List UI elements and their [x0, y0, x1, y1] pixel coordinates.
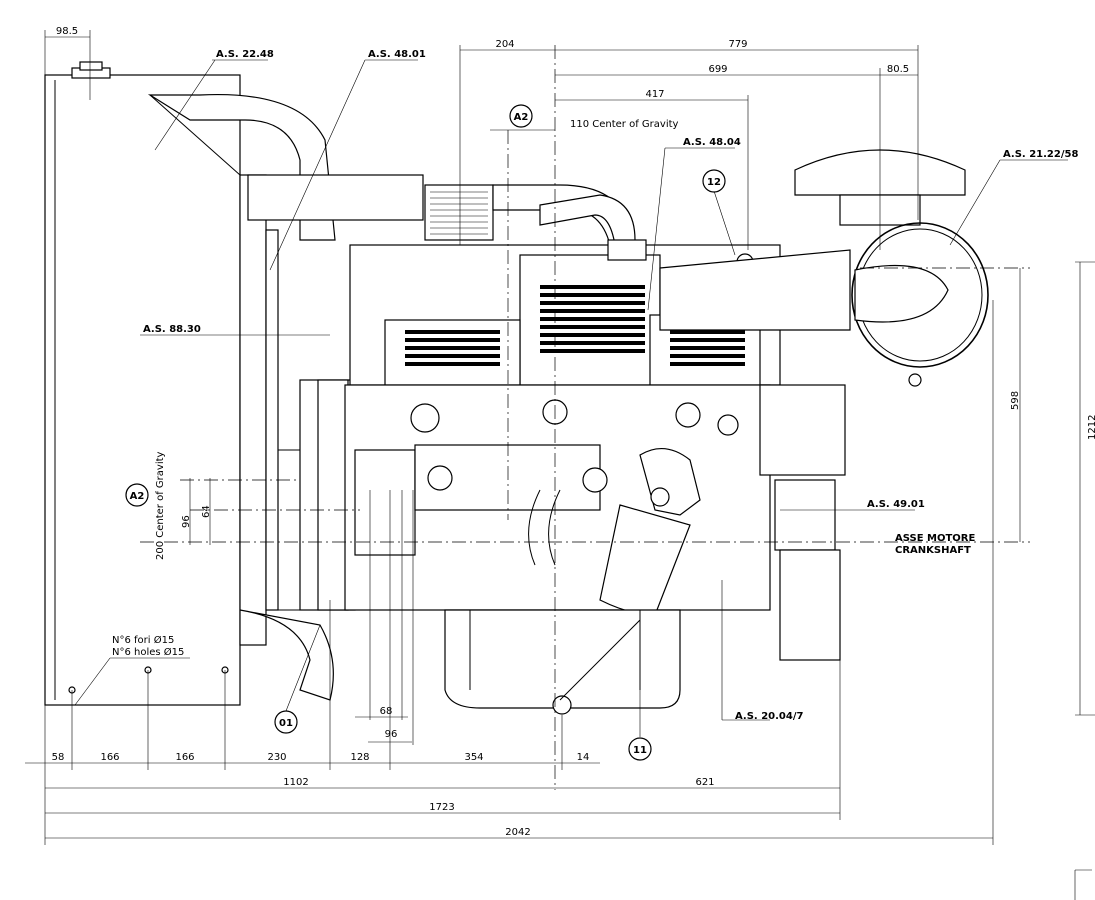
dim-699: 699: [708, 64, 727, 75]
label-as-48-04: A.S. 48.04: [683, 137, 741, 148]
dim-14: 14: [577, 752, 590, 763]
dim-68: 68: [380, 706, 393, 717]
label-as-22-48: A.S. 22.48: [216, 49, 274, 60]
dim-166-b: 166: [175, 752, 194, 763]
label-holes-en: N°6 holes Ø15: [112, 646, 184, 658]
dim-417: 417: [645, 89, 664, 100]
balloon-11: [628, 737, 652, 761]
label-as-20-04-7: A.S. 20.04/7: [735, 711, 803, 722]
oil-filter: [528, 448, 701, 616]
radiator: [44, 61, 279, 706]
balloon-12: [702, 169, 726, 193]
balloon-12-text: 12: [707, 177, 721, 188]
label-crankshaft: CRANKSHAFT: [895, 545, 971, 556]
label-as-21-22-58: A.S. 21.22/58: [1003, 149, 1078, 160]
dimension-text: 98.5 204 779 699 80.5 417 110 Center of …: [52, 26, 1095, 838]
dim-cog-200: 200 Center of Gravity: [155, 451, 166, 560]
dim-354: 354: [464, 752, 483, 763]
label-as-49-01: A.S. 49.01: [867, 499, 925, 510]
dim-598: 598: [1010, 391, 1021, 410]
dim-96-left: 96: [181, 515, 192, 528]
balloon-11-text: 11: [633, 745, 647, 756]
dim-204: 204: [495, 39, 514, 50]
dimension-lines: [25, 30, 1095, 900]
dim-166-a: 166: [100, 752, 119, 763]
label-as-88-30: A.S. 88.30: [143, 324, 201, 335]
balloon-a2-top: [509, 104, 533, 128]
balloon-01-text: 01: [279, 718, 293, 729]
dim-98-5: 98.5: [56, 26, 78, 37]
dim-1723: 1723: [429, 802, 454, 813]
part-labels: A.S. 22.48 A.S. 48.01 A.S. 48.04 A.S. 21…: [112, 49, 1078, 722]
balloon-a2-top-text: A2: [514, 112, 529, 123]
dim-58: 58: [52, 752, 65, 763]
leader-lines: [74, 59, 1068, 737]
dim-96-bottom: 96: [385, 729, 398, 740]
dim-621: 621: [695, 777, 714, 788]
label-asse-motore: ASSE MOTORE: [895, 533, 975, 544]
oil-sump: [239, 609, 681, 715]
dim-128: 128: [350, 752, 369, 763]
dim-1102: 1102: [283, 777, 308, 788]
label-as-48-01: A.S. 48.01: [368, 49, 426, 60]
balloons: A2 A2 12 01 11: [125, 104, 726, 761]
dim-cog-110: 110 Center of Gravity: [570, 119, 679, 130]
balloon-a2-left-text: A2: [130, 491, 145, 502]
dim-2042: 2042: [505, 827, 530, 838]
label-holes-it: N°6 fori Ø15: [112, 634, 174, 646]
balloon-01: [274, 710, 298, 734]
balloon-a2-left: [125, 483, 149, 507]
dim-230: 230: [267, 752, 286, 763]
dim-1212: 1212: [1087, 415, 1095, 440]
dim-64-left: 64: [201, 505, 212, 518]
dim-779: 779: [728, 39, 747, 50]
center-lines: [140, 45, 1030, 790]
fan-pulley: [278, 379, 356, 611]
dim-80-5: 80.5: [887, 64, 909, 75]
